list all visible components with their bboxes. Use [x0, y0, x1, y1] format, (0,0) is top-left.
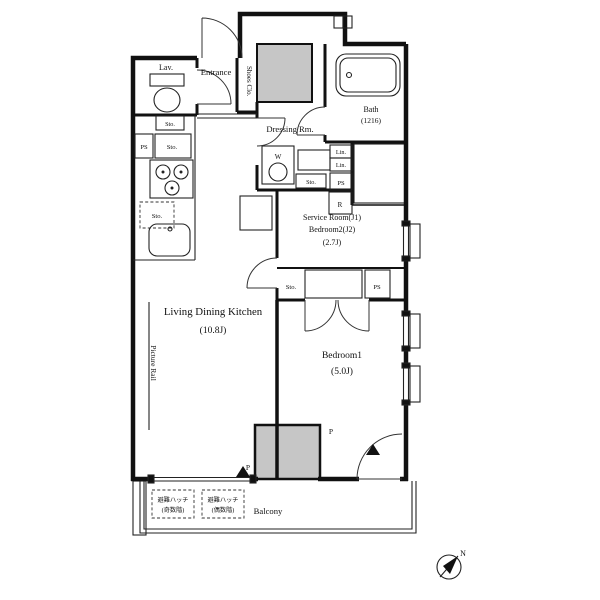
- kitchen-counter-edge: [133, 115, 196, 261]
- stove: [149, 159, 194, 199]
- balcony-structure: [139, 481, 417, 534]
- pillar-label-1: P: [329, 427, 333, 436]
- storage-left-box: [154, 133, 192, 159]
- kitchen-cupboard: [239, 195, 273, 231]
- ldk-balcony-window: [147, 474, 257, 484]
- doors: [196, 17, 403, 480]
- meter-box-2: [342, 15, 353, 29]
- vanity-counter: [297, 149, 331, 171]
- kitchen-storage-label: Sto.: [152, 213, 163, 220]
- dressing-room-door: [256, 117, 286, 147]
- strip-storage-label: Sto.: [286, 284, 297, 291]
- fixtures: [133, 15, 401, 430]
- bedroom1-double-doors: [304, 299, 370, 332]
- compass: N: [436, 549, 466, 580]
- bath-label: Bath: [363, 105, 378, 114]
- evac-hatch-odd-label-2: (奇数階): [162, 506, 185, 514]
- service-room-label-1: Service Room(J1): [303, 213, 361, 222]
- dressing-storage-box: [295, 173, 327, 189]
- right-window-3: [401, 362, 421, 406]
- washing-machine-spot: [261, 145, 295, 185]
- dressing-room-label: Dressing Rm.: [266, 124, 313, 134]
- washer-label: W: [275, 153, 282, 161]
- storage-strip: [304, 269, 363, 299]
- pipe-shaft: [256, 43, 313, 103]
- compass-needle-head: [443, 556, 458, 574]
- evac-triangle-bedroom1: [366, 444, 380, 455]
- entrance-step: [197, 113, 257, 119]
- meter-box-1: [333, 15, 344, 29]
- ps-left-box: [134, 133, 154, 159]
- labels: Lav. Entrance Shoes Clo. Sto. PS Sto. St…: [140, 63, 381, 516]
- evac-hatch-even-label-1: 避難ハッチ: [208, 496, 239, 504]
- lav-label: Lav.: [159, 63, 173, 72]
- fridge-label: R: [338, 201, 343, 209]
- lav-storage-label: Sto.: [165, 121, 175, 128]
- evac-hatch-even-label-2: (偶数階): [212, 506, 235, 514]
- pillar-label-2: P: [246, 463, 250, 472]
- lav-storage-box: [155, 115, 185, 131]
- bathtub: [335, 53, 401, 97]
- evac-hatch-odd-label-1: 避難ハッチ: [158, 496, 189, 504]
- strip-ps-label: PS: [373, 284, 381, 291]
- shoes-closet-label: Shoes Clo.: [245, 66, 253, 97]
- service-room-label-2: Bedroom2(J2): [309, 225, 356, 234]
- compass-north-label: N: [460, 549, 466, 558]
- balcony-label: Balcony: [254, 506, 283, 516]
- evac-hatch-even-box: [201, 489, 245, 519]
- dressing-storage-label: Sto.: [306, 179, 316, 186]
- linen-label-2: Lin.: [336, 162, 347, 169]
- refrigerator-spot: [328, 191, 353, 215]
- ldk-label: Living Dining Kitchen: [164, 306, 263, 318]
- bedroom1-balcony-door: [356, 433, 403, 480]
- structural-fills: [253, 43, 322, 481]
- right-window-1: [401, 220, 421, 262]
- storage-left-label: Sto.: [167, 144, 178, 151]
- linen-box-2: [329, 157, 353, 172]
- right-window-2: [401, 310, 421, 352]
- linen-label-1: Lin.: [336, 149, 347, 156]
- ps-dressing-label: PS: [337, 180, 345, 187]
- windows: [147, 220, 421, 484]
- bath-door: [296, 106, 326, 136]
- picture-rail-label: Picture Rail: [149, 345, 158, 381]
- ps-dressing-box: [329, 172, 353, 191]
- ldk-size-label: (10.8J): [200, 325, 227, 336]
- service-room-closet: [353, 143, 406, 204]
- ps-strip-box: [364, 269, 391, 299]
- evac-hatch-odd-box: [151, 489, 195, 519]
- kitchen-storage-dashed: [139, 201, 175, 229]
- ps-left-label: PS: [140, 144, 148, 151]
- lavatory-door: [196, 69, 232, 105]
- service-room-door: [246, 257, 278, 289]
- entrance-door: [201, 17, 243, 59]
- entrance-label: Entrance: [201, 67, 232, 77]
- service-room-size-label: (2.7J): [323, 238, 342, 247]
- markers: [236, 444, 380, 477]
- bedroom1-size-label: (5.0J): [331, 366, 353, 377]
- pillar: [253, 423, 322, 481]
- bath-size-label: (1216): [361, 116, 381, 125]
- kitchen-sink: [148, 223, 191, 257]
- compass-circle: [436, 554, 462, 580]
- bedroom1-label: Bedroom1: [322, 351, 362, 361]
- evac-triangle-ldk: [236, 466, 250, 477]
- toilet: [149, 73, 185, 113]
